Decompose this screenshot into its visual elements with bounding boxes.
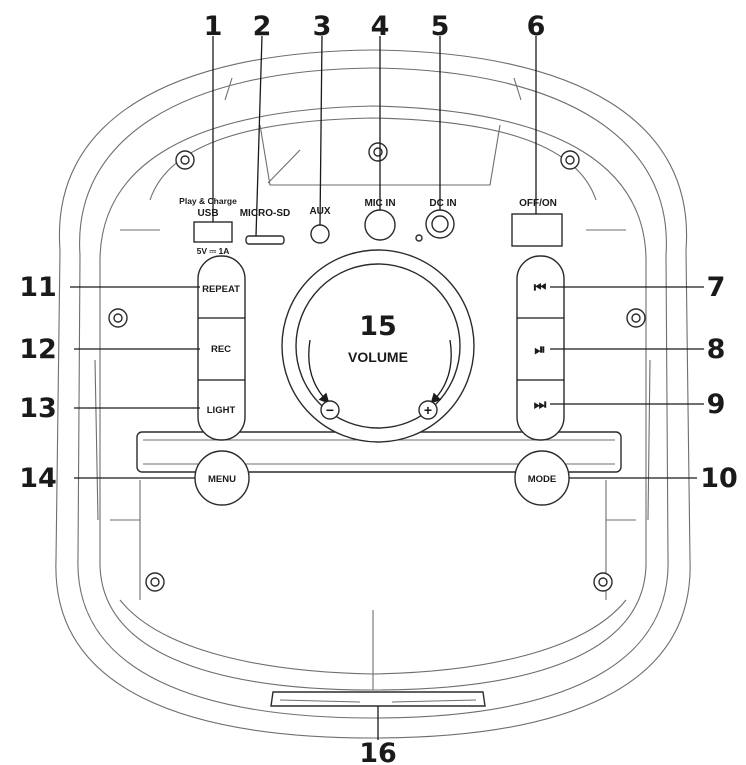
light-label: LIGHT (207, 405, 236, 416)
next-icon: ⏭ (534, 396, 547, 412)
callout-16: 16 (359, 738, 397, 765)
aux-label: AUX (309, 206, 330, 217)
callout-9: 9 (707, 389, 726, 420)
repeat-label: REPEAT (202, 284, 240, 295)
callout-13: 13 (19, 393, 57, 424)
volume-down-arrow (308, 339, 330, 404)
volume-minus-icon (320, 400, 340, 420)
callout-11: 11 (19, 272, 57, 303)
callout-14: 14 (19, 463, 57, 494)
callout-3: 3 (313, 11, 332, 42)
volume-up-arrow (430, 339, 452, 404)
aux-jack[interactable] (310, 224, 330, 244)
callout-5: 5 (431, 11, 450, 42)
volume-plus-icon (418, 400, 438, 420)
usb-rating-label: 5V ⎓ 1A (197, 246, 230, 256)
play-pause-icon: ⏯ (534, 341, 545, 357)
volume-knob[interactable] (281, 249, 475, 443)
volume-label: VOLUME (348, 349, 408, 365)
micro-sd-slot[interactable] (245, 235, 285, 245)
carry-handle (270, 691, 486, 707)
mode-label: MODE (528, 474, 557, 485)
right-button-column (516, 255, 565, 441)
mic-in-jack[interactable] (364, 209, 396, 241)
previous-icon: ⏮ (534, 279, 547, 295)
volume-minus-symbol: − (326, 402, 334, 418)
dc-in-jack[interactable] (415, 209, 455, 242)
mic-in-label: MIC IN (364, 198, 395, 209)
callout-10: 10 (700, 463, 738, 494)
speaker-body-outline (55, 49, 691, 739)
rec-label: REC (211, 344, 231, 355)
off-on-label: OFF/ON (519, 198, 557, 209)
menu-label: MENU (208, 474, 236, 485)
dc-in-label: DC IN (429, 198, 456, 209)
callout-4: 4 (371, 11, 390, 42)
play-charge-label: Play & Charge (179, 196, 237, 206)
off-on-switch[interactable] (511, 213, 563, 247)
micro-sd-label: MICRO-SD (240, 208, 291, 219)
callout-15: 15 (359, 311, 397, 342)
usb-port[interactable] (193, 221, 233, 243)
leader-lines (70, 35, 704, 740)
callout-1: 1 (204, 11, 223, 42)
callout-2: 2 (253, 11, 272, 42)
left-button-column (197, 255, 246, 441)
usb-label: USB (197, 208, 218, 219)
volume-plus-symbol: + (424, 402, 432, 418)
callout-8: 8 (707, 334, 726, 365)
callout-7: 7 (707, 272, 726, 303)
callout-12: 12 (19, 334, 57, 365)
callout-6: 6 (527, 11, 546, 42)
